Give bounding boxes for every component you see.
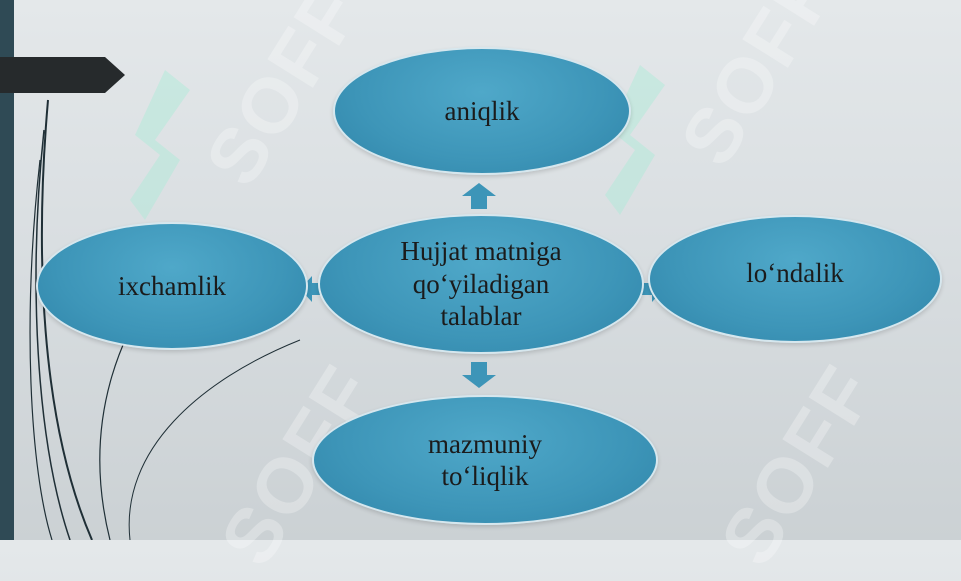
node-bottom-line-2: to‘liqlik bbox=[441, 461, 529, 491]
node-right-label: lo‘ndalik bbox=[746, 257, 844, 288]
node-left-label: ixchamlik bbox=[118, 270, 226, 301]
node-top-label: aniqlik bbox=[444, 95, 520, 126]
title-tab-marker bbox=[0, 57, 125, 93]
node-left: ixchamlik bbox=[36, 222, 308, 350]
node-right: lo‘ndalik bbox=[648, 215, 942, 343]
node-center-line-1: Hujjat matniga bbox=[400, 236, 562, 267]
node-center: Hujjat matniga qo‘yiladigan talablar bbox=[318, 214, 644, 354]
decorative-lines bbox=[29, 99, 301, 540]
arrow-down-icon bbox=[462, 362, 496, 388]
node-top: aniqlik bbox=[333, 47, 631, 175]
arrow-up-icon bbox=[462, 183, 496, 209]
node-center-line-3: talablar bbox=[440, 301, 522, 332]
node-bottom: mazmuniy to‘liqlik bbox=[312, 395, 658, 525]
left-accent-bar bbox=[0, 0, 14, 540]
node-center-line-2: qo‘yiladigan bbox=[412, 268, 550, 299]
node-bottom-line-1: mazmuniy bbox=[428, 428, 542, 459]
